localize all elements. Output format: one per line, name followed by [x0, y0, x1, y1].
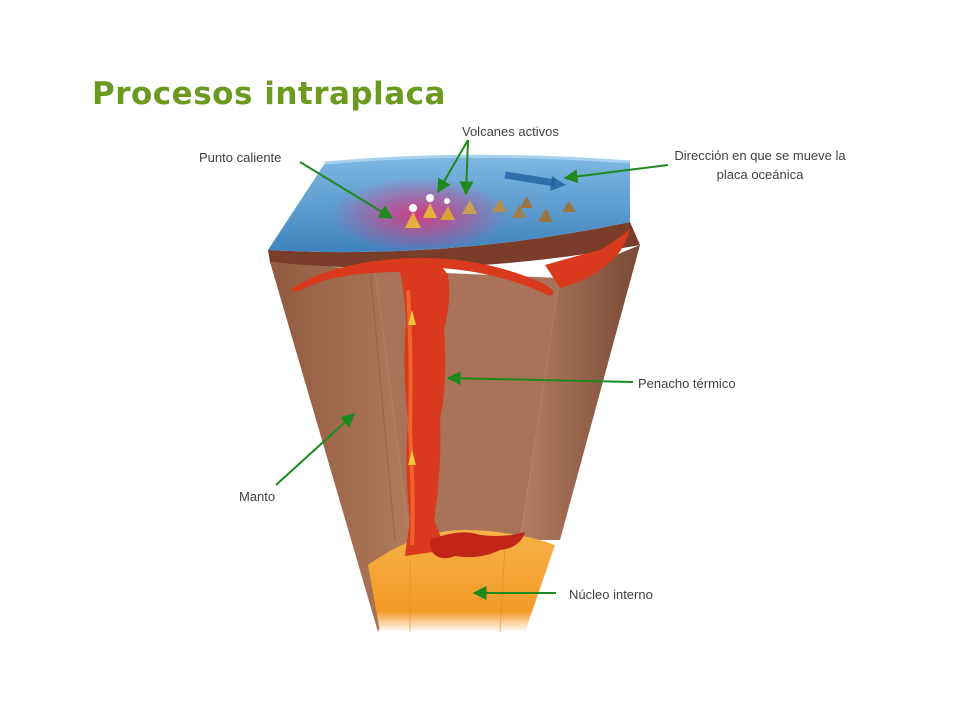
thermal-plume [400, 262, 525, 559]
arrow-volcanes-right [459, 139, 474, 196]
label-direccion-line2: placa oceánica [716, 167, 804, 182]
arrow-direccion [563, 164, 669, 184]
page-title: Procesos intraplaca [92, 76, 446, 112]
lithosphere [268, 222, 640, 269]
arrow-penacho [446, 371, 634, 386]
callout-arrows [275, 139, 669, 600]
label-volcanes-activos: Volcanes activos [462, 124, 559, 139]
inner-core [368, 529, 555, 633]
oceanic-plate [268, 154, 631, 253]
label-manto: Manto [239, 489, 276, 504]
volcanoes [405, 194, 576, 228]
label-nucleo-interno: Núcleo interno [569, 587, 653, 602]
label-direccion-line1: Dirección en que se mueve la [674, 148, 846, 163]
label-penacho-termico: Penacho térmico [638, 376, 736, 391]
arrow-volcanes-left [437, 139, 469, 194]
label-direccion: Dirección en que se mueve la placa oceán… [655, 146, 865, 184]
magma-spread [290, 228, 630, 296]
arrow-punto-caliente [299, 161, 394, 219]
label-punto-caliente: Punto caliente [199, 150, 282, 165]
arrow-manto [275, 413, 356, 486]
